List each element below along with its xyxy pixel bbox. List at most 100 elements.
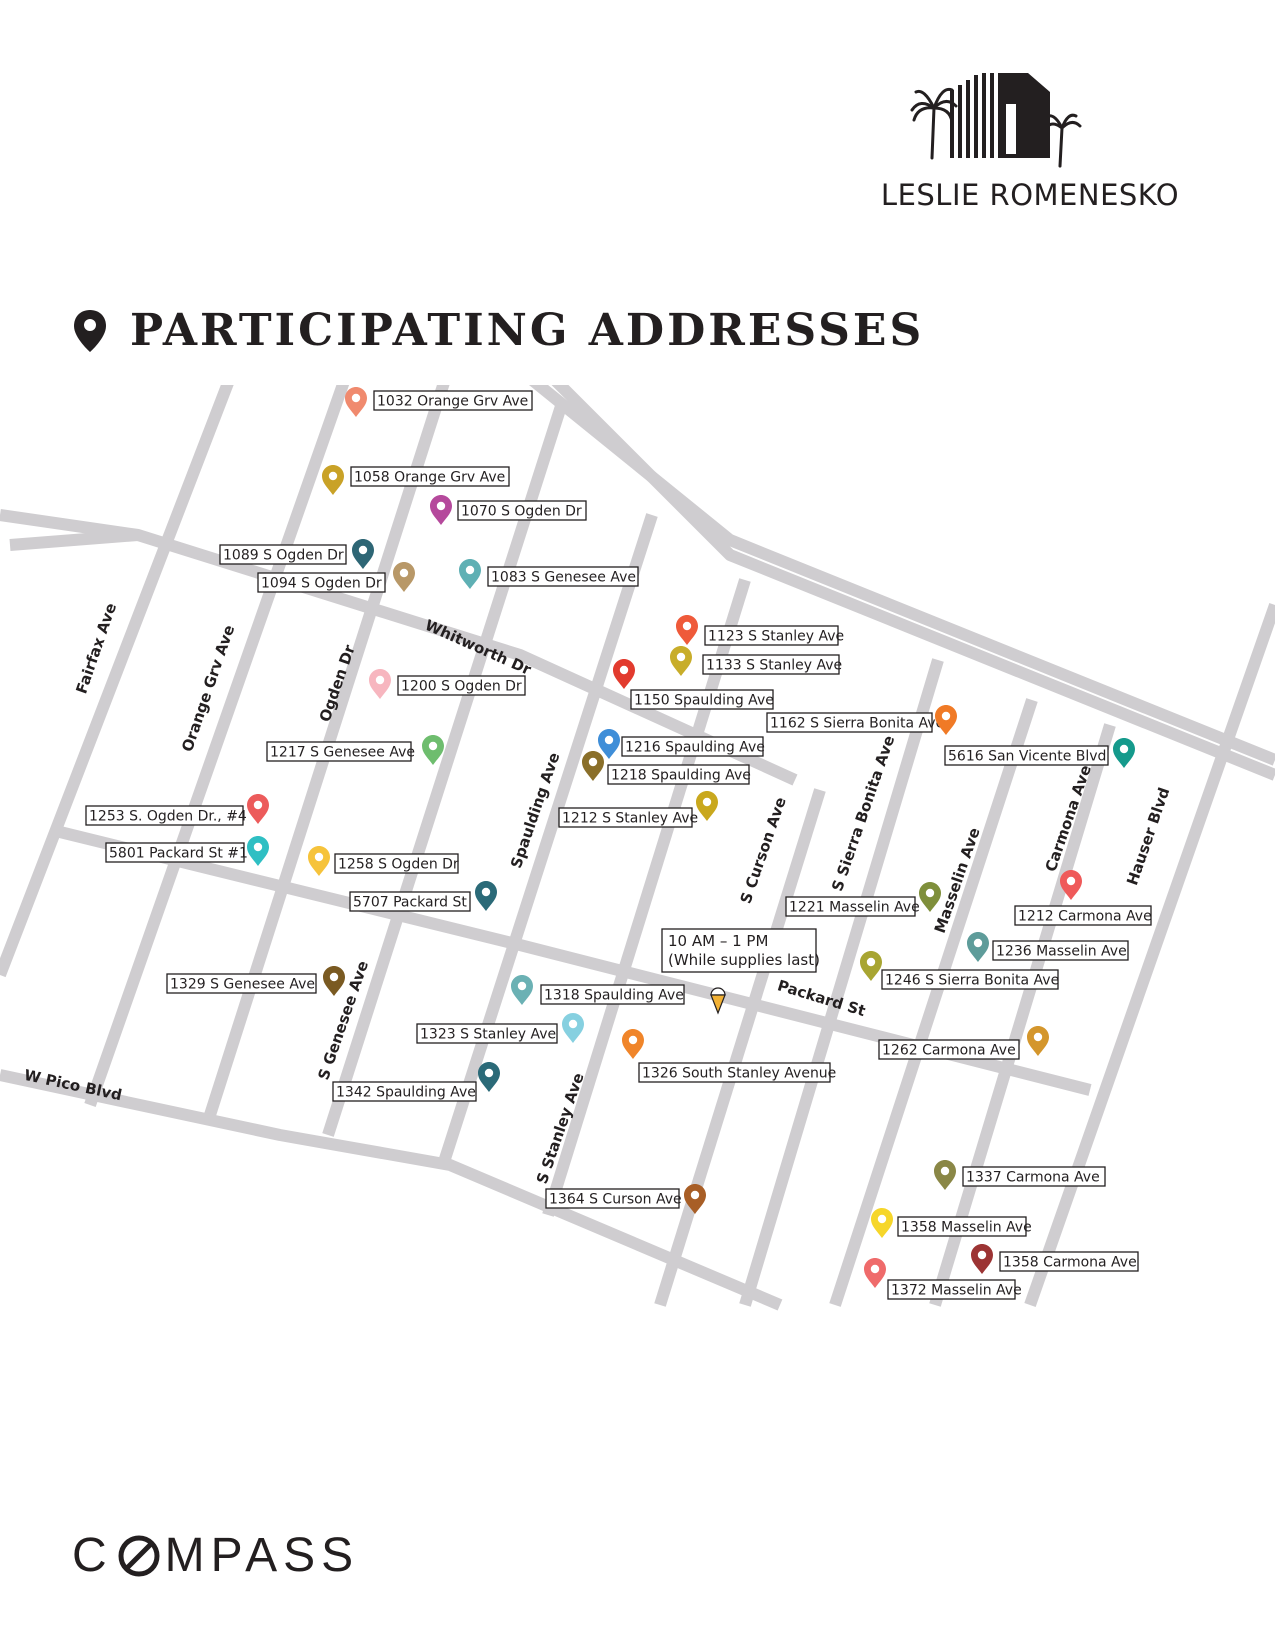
compass-logo-left: C bbox=[72, 1529, 113, 1582]
address-label: 1133 S Stanley Ave bbox=[706, 658, 842, 674]
map-pin-icon[interactable] bbox=[352, 539, 374, 569]
address-label: 1318 Spaulding Ave bbox=[544, 988, 684, 1004]
address-label-box bbox=[897, 1216, 1027, 1237]
address-marker[interactable]: 5801 Packard St #1 bbox=[105, 836, 269, 866]
map-pin-icon[interactable] bbox=[622, 1029, 644, 1059]
address-marker[interactable]: 1236 Masselin Ave bbox=[967, 932, 1129, 962]
map-pin-icon[interactable] bbox=[247, 836, 269, 866]
map-pin-icon[interactable] bbox=[459, 559, 481, 589]
address-marker[interactable]: 1123 S Stanley Ave bbox=[676, 615, 844, 646]
address-marker[interactable]: 1364 S Curson Ave bbox=[545, 1184, 706, 1214]
address-label-box bbox=[350, 466, 510, 487]
address-marker[interactable]: 1200 S Ogden Dr bbox=[369, 669, 526, 699]
map-pin-icon[interactable] bbox=[670, 646, 692, 676]
address-marker[interactable]: 1358 Carmona Ave bbox=[971, 1244, 1139, 1274]
address-marker[interactable]: 1326 South Stanley Avenue bbox=[622, 1029, 836, 1083]
address-marker[interactable]: 1058 Orange Grv Ave bbox=[322, 465, 510, 495]
address-marker[interactable]: 1372 Masselin Ave bbox=[864, 1258, 1022, 1300]
address-label: 1246 S Sierra Bonita Ave bbox=[885, 973, 1059, 989]
map-pin-icon[interactable] bbox=[393, 562, 415, 592]
map-pin-icon[interactable] bbox=[676, 615, 698, 645]
address-label-box bbox=[944, 745, 1109, 766]
map-pin-icon[interactable] bbox=[696, 791, 718, 821]
address-marker[interactable]: 1342 Spaulding Ave bbox=[332, 1062, 500, 1102]
address-label: 5707 Packard St bbox=[353, 895, 467, 911]
address-label-box bbox=[457, 500, 587, 521]
map-pin-icon[interactable] bbox=[511, 975, 533, 1005]
map-pin-icon[interactable] bbox=[1027, 1026, 1049, 1056]
map-pin-icon[interactable] bbox=[1113, 738, 1135, 768]
address-marker[interactable]: 1089 S Ogden Dr bbox=[219, 539, 374, 569]
address-label-box bbox=[373, 390, 533, 411]
address-marker[interactable]: 1337 Carmona Ave bbox=[934, 1160, 1106, 1190]
map-pin-icon[interactable] bbox=[684, 1184, 706, 1214]
address-label: 1218 Spaulding Ave bbox=[611, 768, 751, 784]
address-marker[interactable]: 1221 Masselin Ave bbox=[785, 882, 941, 917]
map-pin-icon[interactable] bbox=[582, 751, 604, 781]
address-marker[interactable]: 1216 Spaulding Ave bbox=[598, 729, 765, 759]
map-pin-icon[interactable] bbox=[322, 465, 344, 495]
address-marker[interactable]: 1032 Orange Grv Ave bbox=[345, 387, 533, 417]
map-pin-icon[interactable] bbox=[919, 882, 941, 912]
address-marker[interactable]: 1246 S Sierra Bonita Ave bbox=[860, 951, 1059, 990]
map-pin-icon[interactable] bbox=[613, 659, 635, 689]
event-callout: 10 AM – 1 PM(While supplies last) bbox=[661, 928, 820, 1015]
event-time-box bbox=[661, 928, 817, 973]
address-marker[interactable]: 1329 S Genesee Ave bbox=[166, 966, 345, 996]
address-marker[interactable]: 1318 Spaulding Ave bbox=[511, 975, 685, 1005]
map-pin-icon[interactable] bbox=[308, 846, 330, 876]
map-pin-icon[interactable] bbox=[323, 966, 345, 996]
address-label: 1221 Masselin Ave bbox=[789, 900, 920, 916]
address-marker[interactable]: 1162 S Sierra Bonita Ave bbox=[766, 705, 957, 735]
address-marker[interactable]: 1094 S Ogden Dr bbox=[257, 562, 415, 593]
address-label-box bbox=[540, 984, 685, 1005]
address-label-box bbox=[887, 1279, 1016, 1300]
map-pin-icon[interactable] bbox=[934, 1160, 956, 1190]
address-label-box bbox=[878, 1039, 1020, 1060]
road-san-vicente-a bbox=[528, 385, 1275, 766]
address-marker[interactable]: 1358 Masselin Ave bbox=[871, 1208, 1032, 1238]
map-pin-icon[interactable] bbox=[475, 881, 497, 911]
map-pin-icon[interactable] bbox=[345, 387, 367, 417]
map-pin-icon[interactable] bbox=[562, 1013, 584, 1043]
address-marker[interactable]: 1150 Spaulding Ave bbox=[613, 659, 774, 710]
address-marker[interactable]: 1323 S Stanley Ave bbox=[416, 1013, 584, 1044]
address-marker[interactable]: 1133 S Stanley Ave bbox=[670, 646, 842, 676]
map-pin-icon[interactable] bbox=[871, 1208, 893, 1238]
map-pin-icon[interactable] bbox=[860, 951, 882, 981]
map-pin-icon[interactable] bbox=[369, 669, 391, 699]
address-marker[interactable]: 1262 Carmona Ave bbox=[878, 1026, 1049, 1060]
address-label-box bbox=[257, 572, 386, 593]
address-marker[interactable]: 1070 S Ogden Dr bbox=[430, 495, 587, 525]
address-marker[interactable]: 1083 S Genesee Ave bbox=[459, 559, 639, 589]
compass-o-icon bbox=[118, 1535, 160, 1576]
address-marker[interactable]: 1212 Carmona Ave bbox=[1014, 870, 1152, 926]
address-marker[interactable]: 5707 Packard St bbox=[349, 881, 497, 912]
map-pin-icon[interactable] bbox=[478, 1062, 500, 1092]
address-marker[interactable]: 1258 S Ogden Dr bbox=[308, 846, 459, 876]
address-label-box bbox=[992, 940, 1129, 961]
map-pin-icon[interactable] bbox=[864, 1258, 886, 1288]
map-pin-icon[interactable] bbox=[247, 794, 269, 824]
address-label-box bbox=[545, 1188, 680, 1209]
address-label: 1212 S Stanley Ave bbox=[562, 811, 698, 827]
map-pin-icon[interactable] bbox=[935, 705, 957, 735]
address-label: 1212 Carmona Ave bbox=[1018, 909, 1152, 925]
address-marker[interactable]: 1253 S. Ogden Dr., #4 bbox=[85, 794, 269, 826]
map-pin-icon[interactable] bbox=[967, 932, 989, 962]
map-pin-icon[interactable] bbox=[422, 735, 444, 765]
road-fairfax bbox=[0, 385, 234, 978]
address-label-box bbox=[397, 675, 526, 696]
map-pin-icon[interactable] bbox=[1060, 870, 1082, 900]
map-pin-icon[interactable] bbox=[430, 495, 452, 525]
address-marker[interactable]: 1218 Spaulding Ave bbox=[582, 751, 751, 785]
address-label-box bbox=[881, 969, 1059, 990]
address-label: 1329 S Genesee Ave bbox=[170, 977, 315, 993]
address-marker[interactable]: 5616 San Vicente Blvd bbox=[944, 738, 1135, 768]
address-marker[interactable]: 1212 S Stanley Ave bbox=[558, 791, 718, 828]
address-label-box bbox=[962, 1166, 1106, 1187]
address-marker[interactable]: 1217 S Genesee Ave bbox=[266, 735, 444, 765]
map-pin-icon[interactable] bbox=[971, 1244, 993, 1274]
map-pin-icon[interactable] bbox=[598, 729, 620, 759]
